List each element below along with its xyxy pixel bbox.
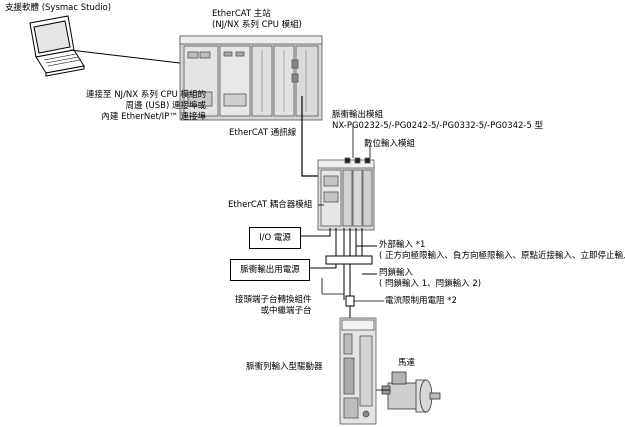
external-input-label: 外部輸入 *1 ( 正方向極限輸入、負方向極限輸入、原點近接輸入、立即停止輸入 … [379,240,625,262]
usb-port-label-line1: 連接至 NJ/NX 系列 CPU 模組的 [86,90,207,100]
latch-input-label: 閂鎖輸入 ( 閂鎖輸入 1、閂鎖輸入 2) [379,268,481,290]
usb-port-label: 連接至 NJ/NX 系列 CPU 模組的 周邊 (USB) 連接埠或 內建 Et… [86,90,206,123]
software-label: 支援軟體 (Sysmac Studio) [5,3,112,13]
digital-input-unit-label: 數位輸入模組 [364,139,416,149]
usb-port-label-line2: 周邊 (USB) 連接埠或 [125,101,207,111]
usb-cable-line [69,49,189,65]
servo-motor-icon [376,371,441,413]
servo-driver-label: 脈衝列輸入型驅動器 [246,362,323,372]
cpu-unit-icon [179,35,323,121]
pulse-output-unit-label: 脈衝輸出模組 NX-PG0232-5/-PG0242-5/-PG0332-5/-… [332,110,543,132]
terminal-block-icon [325,255,373,265]
resistor-icon [345,295,355,307]
pulse-output-unit-label-line2: NX-PG0232-5/-PG0242-5/-PG0332-5/-PG0342-… [332,121,544,131]
usb-port-label-line3: 內建 EtherNet/IP™ 連接埠 [101,112,207,122]
master-label: EtherCAT 主站 (NJ/NX 系列 CPU 模組) [212,9,302,31]
terminal-block-label: 接頭端子台轉換組件 或中繼端子台 [235,295,312,317]
ethercat-cable-label: EtherCAT 通訊線 [229,128,297,138]
latch-input-label-line1: 閂鎖輸入 [379,268,414,278]
ethercat-coupler-icon [317,157,375,231]
ethercat-coupler-label: EtherCAT 耦合器模組 [228,200,313,210]
servo-motor-label: 馬達 [398,358,416,368]
resistor-label: 電流限制用電阻 *2 [385,296,457,306]
terminal-block-label-line1: 接頭端子台轉換組件 [235,295,312,305]
master-label-line2: (NJ/NX 系列 CPU 模組) [212,20,302,30]
terminal-block-label-line2: 或中繼端子台 [260,306,312,316]
external-input-label-line1: 外部輸入 *1 [379,240,426,250]
leader-lines [318,124,371,206]
latch-input-label-line2: ( 閂鎖輸入 1、閂鎖輸入 2) [379,279,482,289]
pulse-output-unit-label-line1: 脈衝輸出模組 [332,110,384,120]
pulse-power-box: 脈衝輸出用電源 [230,259,310,281]
laptop-icon [29,15,85,77]
master-label-line1: EtherCAT 主站 [212,9,271,19]
external-input-label-line2: ( 正方向極限輸入、負方向極限輸入、原點近接輸入、立即停止輸入 ) [379,251,625,261]
power-lines [301,228,337,269]
servo-driver-icon [339,317,377,425]
io-power-box: I/O 電源 [249,227,301,249]
